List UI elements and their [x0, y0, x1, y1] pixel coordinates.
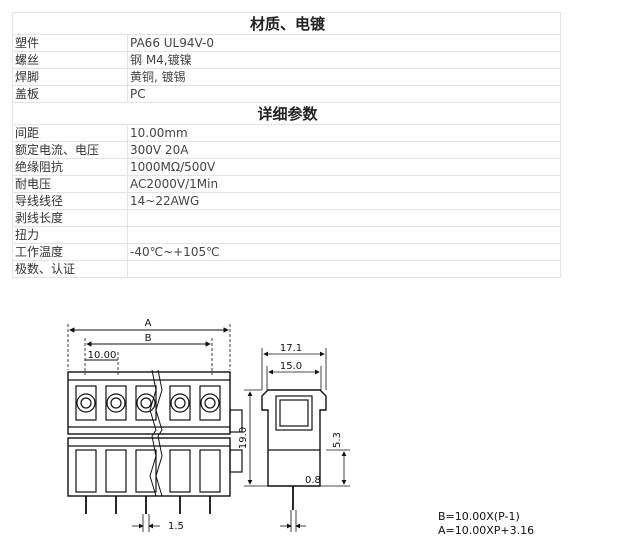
row-label: 焊脚 [12, 68, 128, 86]
row-value: 300V 20A [127, 141, 561, 159]
table-row: 极数、认证 [12, 260, 561, 278]
table-row: 工作温度 -40℃~+105℃ [12, 243, 561, 261]
dim-a-label: A [145, 318, 152, 329]
side-view [244, 348, 350, 532]
section-header-material: 材质、电镀 [12, 12, 561, 35]
technical-drawing: A B 10.00 1.5 17.1 15.0 19.0 5.3 0 [67, 318, 350, 532]
width-outer-label: 17.1 [280, 343, 302, 354]
pins [85, 496, 211, 514]
row-label: 螺丝 [12, 51, 128, 69]
row-label: 额定电流、电压 [12, 141, 128, 159]
pin-height-label: 5.3 [332, 432, 343, 448]
row-value [127, 260, 561, 278]
row-label: 扭力 [12, 226, 128, 244]
row-label: 盖板 [12, 85, 128, 103]
table-row: 剥线长度 [12, 209, 561, 227]
row-value: 1000MΩ/500V [127, 158, 561, 176]
row-value [127, 226, 561, 244]
height-label: 19.0 [238, 427, 249, 449]
pin-width-label: 1.5 [168, 521, 184, 532]
row-value: AC2000V/1Min [127, 175, 561, 193]
table-row: 额定电流、电压 300V 20A [12, 141, 561, 159]
width-inner-label: 15.0 [280, 361, 302, 372]
row-label: 塑件 [12, 34, 128, 52]
screw-row [75, 385, 221, 421]
table-row: 绝缘阻抗 1000MΩ/500V [12, 158, 561, 176]
table-row: 焊脚 黄铜, 镀锡 [12, 68, 561, 86]
pin-thickness-label: 0.8 [305, 475, 321, 486]
row-value [127, 209, 561, 227]
formula-a: A=10.00XP+3.16 [438, 524, 535, 537]
table-row: 盖板 PC [12, 85, 561, 103]
formula-b: B=10.00X(P-1) [438, 510, 520, 523]
pitch-label: 10.00 [88, 350, 117, 361]
row-value: PA66 UL94V-0 [127, 34, 561, 52]
row-value: PC [127, 85, 561, 103]
table-row: 塑件 PA66 UL94V-0 [12, 34, 561, 52]
table-row: 耐电压 AC2000V/1Min [12, 175, 561, 193]
section-header-params: 详细参数 [12, 102, 561, 125]
row-value: -40℃~+105℃ [127, 243, 561, 261]
row-value: 钢 M4,镀镍 [127, 51, 561, 69]
row-label: 极数、认证 [12, 260, 128, 278]
row-value: 黄铜, 镀锡 [127, 68, 561, 86]
table-row: 间距 10.00mm [12, 124, 561, 142]
row-label: 导线线径 [12, 192, 128, 210]
spec-table: 材质、电镀 塑件 PA66 UL94V-0 螺丝 钢 M4,镀镍 焊脚 黄铜, … [12, 12, 561, 278]
row-label: 耐电压 [12, 175, 128, 193]
front-view [67, 324, 243, 532]
row-label: 工作温度 [12, 243, 128, 261]
row-label: 绝缘阻抗 [12, 158, 128, 176]
dim-b-label: B [145, 333, 152, 344]
row-value: 10.00mm [127, 124, 561, 142]
section-title: 材质、电镀 [12, 12, 561, 35]
table-row: 螺丝 钢 M4,镀镍 [12, 51, 561, 69]
table-row: 导线线径 14~22AWG [12, 192, 561, 210]
table-row: 扭力 [12, 226, 561, 244]
wire-entries [75, 449, 221, 493]
row-label: 剥线长度 [12, 209, 128, 227]
row-value: 14~22AWG [127, 192, 561, 210]
row-label: 间距 [12, 124, 128, 142]
section-title: 详细参数 [12, 102, 561, 125]
